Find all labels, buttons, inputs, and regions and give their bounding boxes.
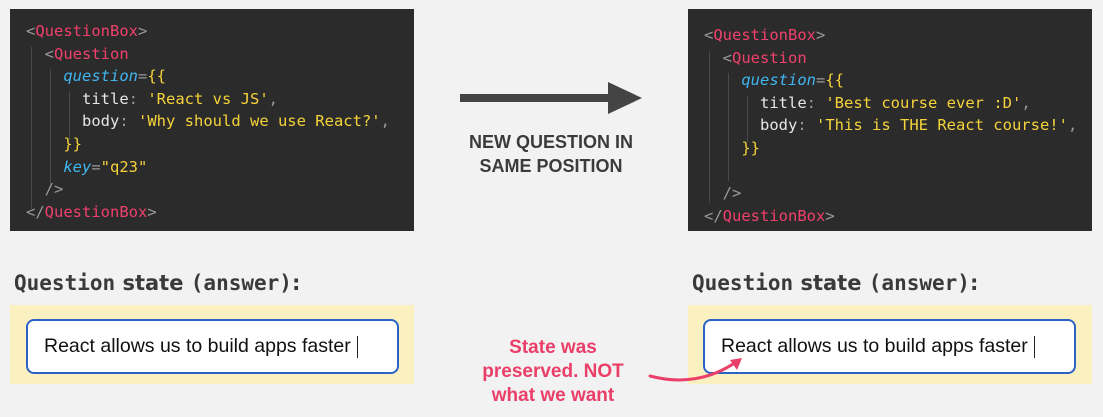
tag-name: QuestionBox (713, 26, 816, 44)
component-name: Question (14, 271, 116, 295)
text-cursor (356, 335, 358, 358)
tag-name: QuestionBox (35, 22, 138, 40)
right-arrow-icon (460, 82, 642, 114)
code-line: <Question (722, 48, 807, 67)
indent-guide (31, 47, 32, 209)
state-name: (answer) (190, 271, 292, 295)
code-line (704, 160, 1092, 183)
code-line: body: 'This is THE React course!', (760, 116, 1078, 135)
tag-name: QuestionBox (44, 202, 148, 221)
string-value: 'React vs JS' (147, 89, 269, 108)
state-word: state (115, 271, 191, 295)
object-key: title (760, 93, 807, 112)
indent-guide (747, 96, 748, 142)
key-attr: key (63, 157, 92, 176)
state-label-left: Question state (answer): (14, 271, 300, 295)
string-value: 'This is THE React course!' (816, 116, 1068, 135)
arrow-label-line: NEW QUESTION IN (468, 132, 633, 152)
label-colon: : (969, 271, 979, 295)
code-line: </QuestionBox> (26, 202, 157, 221)
code-line: key="q23" (63, 157, 148, 176)
code-line: body: 'Why should we use React?', (82, 112, 390, 131)
curved-arrow-icon (648, 358, 742, 382)
state-label-right: Question state (answer): (692, 271, 978, 295)
annotation-line: preserved. NOT (482, 361, 624, 382)
code-line: /> (44, 180, 64, 199)
code-line: }} (741, 138, 760, 157)
indent-guide (728, 73, 729, 181)
answer-input-left[interactable]: React allows us to build apps faster (26, 319, 399, 374)
input-text: React allows us to build apps faster (44, 335, 351, 357)
annotation-line: State was (509, 337, 597, 358)
annotation-text: State was preserved. NOT what we want (470, 336, 636, 408)
object-key: title (82, 89, 129, 108)
code-line: title: 'Best course ever :D', (760, 93, 1031, 112)
component-name: Question (692, 271, 794, 295)
code-block-right: <QuestionBox> <Question question={{ titl… (688, 9, 1092, 231)
code-line: <QuestionBox> (704, 26, 826, 44)
arrow-label-line: SAME POSITION (479, 156, 623, 176)
tag-name: Question (732, 48, 807, 67)
indent-guide (709, 51, 710, 203)
text-cursor (1033, 335, 1035, 358)
indent-guide (69, 92, 70, 140)
string-value: 'Why should we use React?' (138, 112, 381, 131)
code-line: /> (722, 184, 742, 203)
object-key: body (82, 112, 120, 131)
indent-guide (50, 69, 51, 187)
code-line: }} (63, 134, 82, 153)
code-block-left: <QuestionBox> <Question question={{ titl… (10, 9, 414, 231)
object-key: body (760, 116, 798, 135)
answer-input-right[interactable]: React allows us to build apps faster (703, 319, 1076, 374)
code-line: <QuestionBox> (26, 22, 148, 40)
key-value: "q23" (100, 157, 148, 176)
prop-name: question (741, 71, 816, 90)
state-name: (answer) (868, 271, 970, 295)
arrow-label: NEW QUESTION IN SAME POSITION (438, 130, 664, 178)
tag-name: QuestionBox (722, 206, 826, 225)
code-line: </QuestionBox> (704, 206, 835, 225)
annotation-line: what we want (491, 385, 615, 406)
state-word: state (793, 271, 869, 295)
code-line: <Question (44, 44, 129, 63)
code-line: title: 'React vs JS', (82, 89, 279, 108)
code-line: question={{ (63, 67, 166, 86)
prop-name: question (63, 67, 138, 86)
string-value: 'Best course ever :D' (825, 93, 1022, 112)
input-text: React allows us to build apps faster (721, 335, 1028, 357)
label-colon: : (291, 271, 301, 295)
tag-name: Question (54, 44, 129, 63)
code-line: question={{ (741, 71, 844, 90)
